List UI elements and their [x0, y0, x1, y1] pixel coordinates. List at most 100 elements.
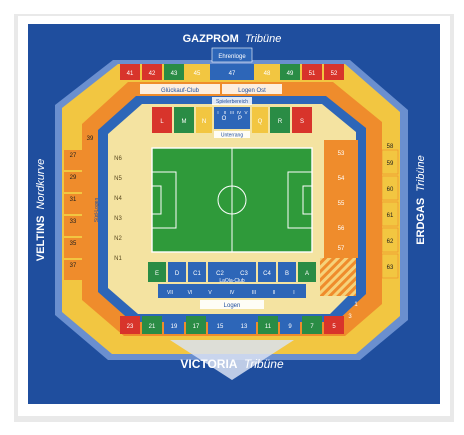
block[interactable]: [188, 262, 206, 282]
logen-ost-box: [222, 84, 282, 94]
block[interactable]: [186, 64, 208, 80]
east-lower-stand[interactable]: [324, 140, 358, 258]
block[interactable]: [381, 227, 399, 253]
block-number-east-upper: 63: [387, 265, 394, 271]
block-number-east-upper: 61: [387, 213, 394, 219]
block-number-east-upper: 60: [387, 187, 394, 193]
block-number-south-roman: I: [293, 290, 294, 296]
block-number-north-roman: I: [217, 110, 218, 115]
ehrenloge-box[interactable]: [211, 47, 253, 63]
block[interactable]: [64, 194, 82, 214]
block[interactable]: [142, 316, 162, 334]
block[interactable]: [381, 253, 399, 279]
block-number-south-roman: III: [252, 290, 256, 296]
block[interactable]: [258, 316, 278, 334]
block-number-north-lower: P: [238, 116, 242, 122]
block[interactable]: [142, 64, 162, 80]
block-number-south-upper: 1: [354, 302, 358, 308]
block-number-north-upper: 48: [264, 71, 271, 77]
south-entrance: [170, 340, 294, 380]
block[interactable]: [148, 262, 166, 282]
block-number-north-lower: M: [182, 119, 187, 125]
block[interactable]: [210, 64, 254, 80]
block[interactable]: [270, 107, 290, 133]
block[interactable]: [208, 316, 256, 334]
east-standing-area[interactable]: [320, 258, 356, 296]
block[interactable]: [64, 172, 82, 192]
block[interactable]: [292, 107, 312, 133]
block[interactable]: [280, 64, 300, 80]
block-number-west-upper: 33: [70, 219, 77, 225]
block-number-east-lower: 56: [338, 226, 345, 232]
block[interactable]: [168, 262, 186, 282]
block-number-south-inner: A: [305, 271, 309, 277]
block-number-south-roman: VII: [167, 290, 173, 296]
block[interactable]: [324, 64, 344, 80]
south-upper-blocks: [120, 316, 344, 334]
east-tribune-word: Tribüne: [415, 155, 427, 191]
block-number-north-upper: 51: [309, 71, 316, 77]
block[interactable]: [208, 262, 256, 282]
block[interactable]: [174, 107, 194, 133]
glueckauf-club-box: [140, 84, 220, 94]
block[interactable]: [258, 262, 276, 282]
block[interactable]: [64, 150, 82, 170]
block-number-south-inner: C4: [263, 271, 271, 277]
block-number-west-lower: N1: [114, 256, 122, 262]
block[interactable]: [152, 107, 172, 133]
block[interactable]: [302, 316, 322, 334]
block[interactable]: [256, 64, 278, 80]
logen-sued-box: [200, 300, 264, 309]
block-number-south-inner: D: [175, 271, 180, 277]
block[interactable]: [120, 316, 140, 334]
block[interactable]: [302, 64, 322, 80]
block[interactable]: [186, 316, 206, 334]
block-number-north-lower: O: [222, 116, 227, 122]
south-tribune-word: Tribüne: [244, 357, 284, 371]
block-number-south-roman: IV: [230, 290, 235, 296]
block[interactable]: [164, 316, 184, 334]
block[interactable]: [214, 107, 250, 129]
south-loge-row[interactable]: [158, 284, 306, 298]
south-inner-blocks: [148, 262, 316, 282]
block[interactable]: [164, 64, 184, 80]
block[interactable]: [278, 262, 296, 282]
block[interactable]: [381, 175, 399, 201]
block[interactable]: [381, 201, 399, 227]
block-number-west-upper: 35: [70, 241, 77, 247]
block-number-north-lower: N: [202, 119, 206, 125]
block-number-west-upper: 29: [70, 175, 77, 181]
south-roman-blocks: [158, 284, 306, 298]
block[interactable]: [324, 316, 344, 334]
block[interactable]: [252, 107, 268, 133]
block[interactable]: [64, 216, 82, 236]
block-number-south-upper: 17: [193, 324, 200, 330]
block-number-north-upper: 41: [127, 71, 134, 77]
block[interactable]: [120, 64, 140, 80]
block-number-south-inner: E: [155, 271, 159, 277]
south-tribune-brand: VICTORIA: [180, 357, 237, 371]
block-number-north-upper: 43: [171, 71, 178, 77]
block-number-east-upper: 58: [387, 144, 394, 150]
block-number-west-upper: 37: [70, 263, 77, 269]
south-tribune-label: VICTORIA Tribüne: [180, 357, 284, 371]
block-number-west-upper: 27: [70, 153, 77, 159]
block-number-north-upper: 47: [229, 71, 236, 77]
block-number-south-upper: 23: [127, 324, 134, 330]
block[interactable]: [196, 107, 212, 133]
east-upper-blocks: [381, 149, 399, 279]
block[interactable]: [298, 262, 316, 282]
block[interactable]: [381, 149, 399, 175]
west-tribune-brand: VELTINS: [35, 216, 47, 262]
block-number-north-lower: L: [160, 119, 164, 125]
block-number-south-upper: 13: [241, 324, 248, 330]
block-number-east-upper: 62: [387, 239, 394, 245]
block-number-north-lower: Q: [258, 119, 263, 125]
block[interactable]: [280, 316, 300, 334]
block[interactable]: [64, 238, 82, 258]
block-number-west-lower: N2: [114, 236, 122, 242]
block-number-east-lower: 55: [338, 201, 345, 207]
block[interactable]: [64, 260, 82, 280]
west-tribune-word: Nordkurve: [35, 159, 47, 210]
